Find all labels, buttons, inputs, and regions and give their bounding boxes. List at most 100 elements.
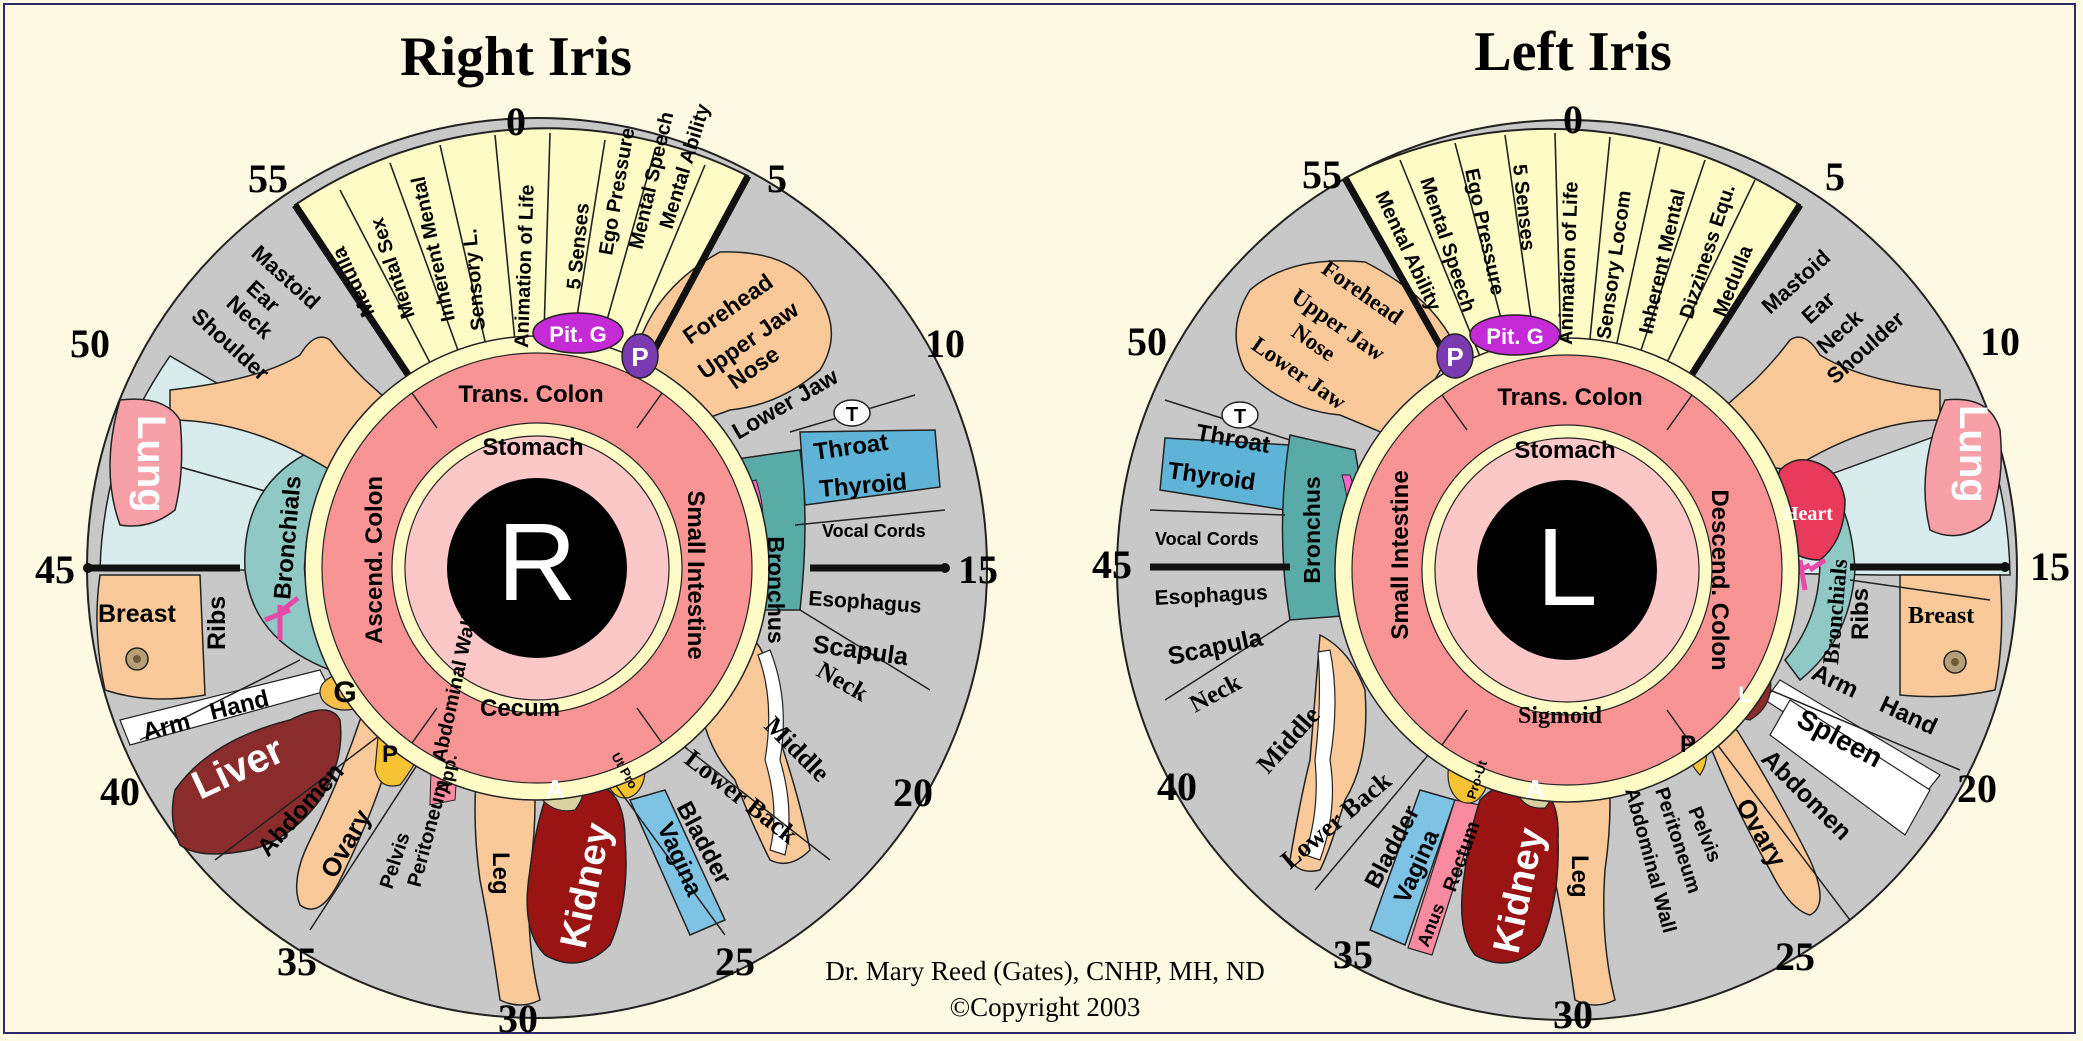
spleen-zone [1769,699,1931,836]
left-lung-label: Lung [1951,405,1995,503]
left-tonsil-label: T [1234,406,1246,428]
left-num-45: 45 [1092,542,1132,587]
left-tonsil-marker [1221,401,1259,429]
left-num-30: 30 [1553,992,1593,1037]
left-breast-zone [1899,574,2003,698]
left-ovary-zone [1699,716,1821,916]
left-ring-trans-colon: Trans. Colon [1497,384,1642,411]
left-pineal-label: P [1446,342,1463,372]
right-num-0: 0 [506,99,526,144]
credit-author: Dr. Mary Reed (Gates), CNHP, MH, ND [825,956,1264,986]
right-ring-small-intestine: Small Intestine [682,490,709,659]
right-tonsil-label: T [846,404,858,426]
left-adrenal-label: A [1526,774,1545,804]
right-pupil-letter: R [497,501,576,624]
left-boundary-dot-15 [2000,562,2010,572]
left-leg-label: Leg [1566,855,1593,898]
right-stomach-label: Stomach [482,434,583,461]
right-pit-g-label: Pit. G [549,322,606,347]
left-breast-label: Breast [1908,603,1974,629]
left-num-55: 55 [1302,152,1342,197]
left-breast-areola [1951,658,1959,666]
left-iris-title: Left Iris [1474,21,1672,83]
left-rectum-zone [1407,799,1481,956]
left-vocal-cords-label: Vocal Cords [1155,529,1259,549]
right-lung-label: Lung [129,415,173,513]
left-num-15: 15 [2030,544,2070,589]
right-num-55: 55 [248,156,288,201]
right-ribs-label: Ribs [203,596,231,650]
right-pancreas-label: P [382,741,398,768]
right-pineal-gland [621,333,659,379]
right-ring-ascend-colon: Ascend. Colon [361,476,388,644]
left-num-0: 0 [1563,97,1583,142]
spleen-mark-label: L [1738,682,1751,707]
right-ring-trans-colon: Trans. Colon [458,381,603,408]
right-num-5: 5 [767,156,787,201]
left-spine-shape [1304,649,1336,861]
left-num-5: 5 [1825,154,1845,199]
left-intestine-dividers [1441,394,1693,746]
right-pituitary-gland [532,312,624,354]
left-num-40: 40 [1157,764,1197,809]
right-face-zone [639,251,832,431]
left-num-50: 50 [1127,319,1167,364]
right-lung-organ [109,398,183,527]
right-num-45: 45 [35,547,75,592]
credit-copyright: ©Copyright 2003 [950,992,1141,1022]
right-num-20: 20 [893,770,933,815]
left-stomach-label: Stomach [1514,437,1615,464]
left-pancreas-label: P [1680,731,1696,758]
left-pineal-gland [1436,333,1474,379]
left-ring-descend-colon: Descend. Colon [1706,489,1733,670]
right-num-25: 25 [715,939,755,984]
left-num-25: 25 [1775,934,1815,979]
left-vagina-zone [1369,789,1456,947]
right-pupil [447,478,627,658]
heart-label: Heart [1783,503,1833,525]
right-num-10: 10 [925,321,965,366]
left-num-20: 20 [1957,766,1997,811]
right-num-30: 30 [498,996,538,1041]
right-num-40: 40 [100,769,140,814]
right-bronchus-label: Bronchus [763,536,789,643]
left-num-35: 35 [1333,932,1373,977]
left-clock-numbers: 0 5 10 15 20 25 30 35 40 45 50 55 [1092,97,2070,1037]
left-bronchus-label: Bronchus [1299,476,1325,583]
right-breast-zone [96,574,206,700]
left-pupil [1477,480,1657,660]
right-breast-label: Breast [98,600,176,628]
left-ribs-label: Ribs [1847,588,1874,640]
left-ring-sigmoid: Sigmoid [1518,703,1603,729]
right-iris: Right Iris [35,26,998,1041]
liver-organ [171,709,342,855]
right-boundary-dot-15 [940,563,950,573]
left-pit-g-label: Pit. G [1486,324,1543,349]
right-clock-numbers: 0 5 10 15 20 25 30 35 40 45 50 55 [35,99,998,1041]
left-pituitary-gland [1469,314,1561,356]
right-bronchial-tree-icon [264,596,300,640]
left-iris: Left Iris [1092,21,2070,1037]
right-tonsil-marker [833,399,871,427]
right-breast-areola [133,655,141,663]
left-lung-organ [1924,398,2002,537]
right-iris-title: Right Iris [400,26,632,88]
right-num-15: 15 [958,547,998,592]
right-spine-shape [757,649,790,856]
right-vagina-zone [628,789,727,936]
right-intestine-dividers [411,392,663,744]
right-pineal-label: P [631,342,648,372]
right-num-50: 50 [70,321,110,366]
right-adrenal-label: A [546,774,565,804]
right-vocal-cords-label: Vocal Cords [822,521,926,541]
left-pupil-letter: L [1536,506,1597,629]
right-ring-cecum: Cecum [480,695,560,722]
left-shoulder-zone [1705,336,1941,471]
right-leg-label: Leg [487,852,514,895]
gallbladder-label: G [333,676,356,709]
right-boundary-dot-45 [83,563,93,573]
left-num-10: 10 [1980,319,2020,364]
right-num-35: 35 [277,939,317,984]
left-ring-small-intestine: Small Intestine [1387,470,1414,639]
